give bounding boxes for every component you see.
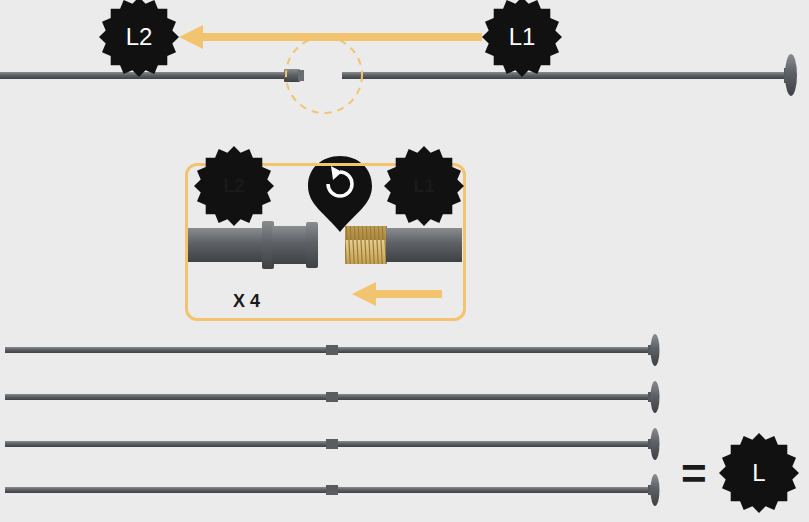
- badge-outline: [384, 146, 464, 226]
- badge-outline: [482, 0, 562, 77]
- part-badge: L1: [384, 146, 464, 226]
- rod-part: [326, 439, 338, 449]
- badge-outline: [194, 146, 274, 226]
- part-badge: L2: [99, 0, 179, 77]
- rod-part: [651, 474, 660, 506]
- part-code: L2: [126, 25, 153, 49]
- part-code: L: [752, 461, 765, 485]
- rod-part: [651, 428, 660, 460]
- rod-part: [651, 334, 660, 366]
- part-code: L1: [509, 25, 536, 49]
- rod-part: [326, 392, 338, 402]
- part-code: L1: [413, 177, 434, 195]
- badge-outline: [99, 0, 179, 77]
- part-badge: L1: [482, 0, 562, 77]
- part-badge: L: [719, 433, 799, 513]
- rod-part: [326, 485, 338, 495]
- part-code: L2: [223, 177, 244, 195]
- detail-inset: X 4 L2 L1: [185, 163, 466, 321]
- part-badge: L2: [194, 146, 274, 226]
- equals-sign: =: [681, 452, 707, 496]
- quantity-label: X 4: [233, 291, 260, 312]
- direction-arrow: [179, 25, 482, 49]
- rod-part: [651, 381, 660, 413]
- rod-part: [326, 345, 338, 355]
- badge-outline: [719, 433, 799, 513]
